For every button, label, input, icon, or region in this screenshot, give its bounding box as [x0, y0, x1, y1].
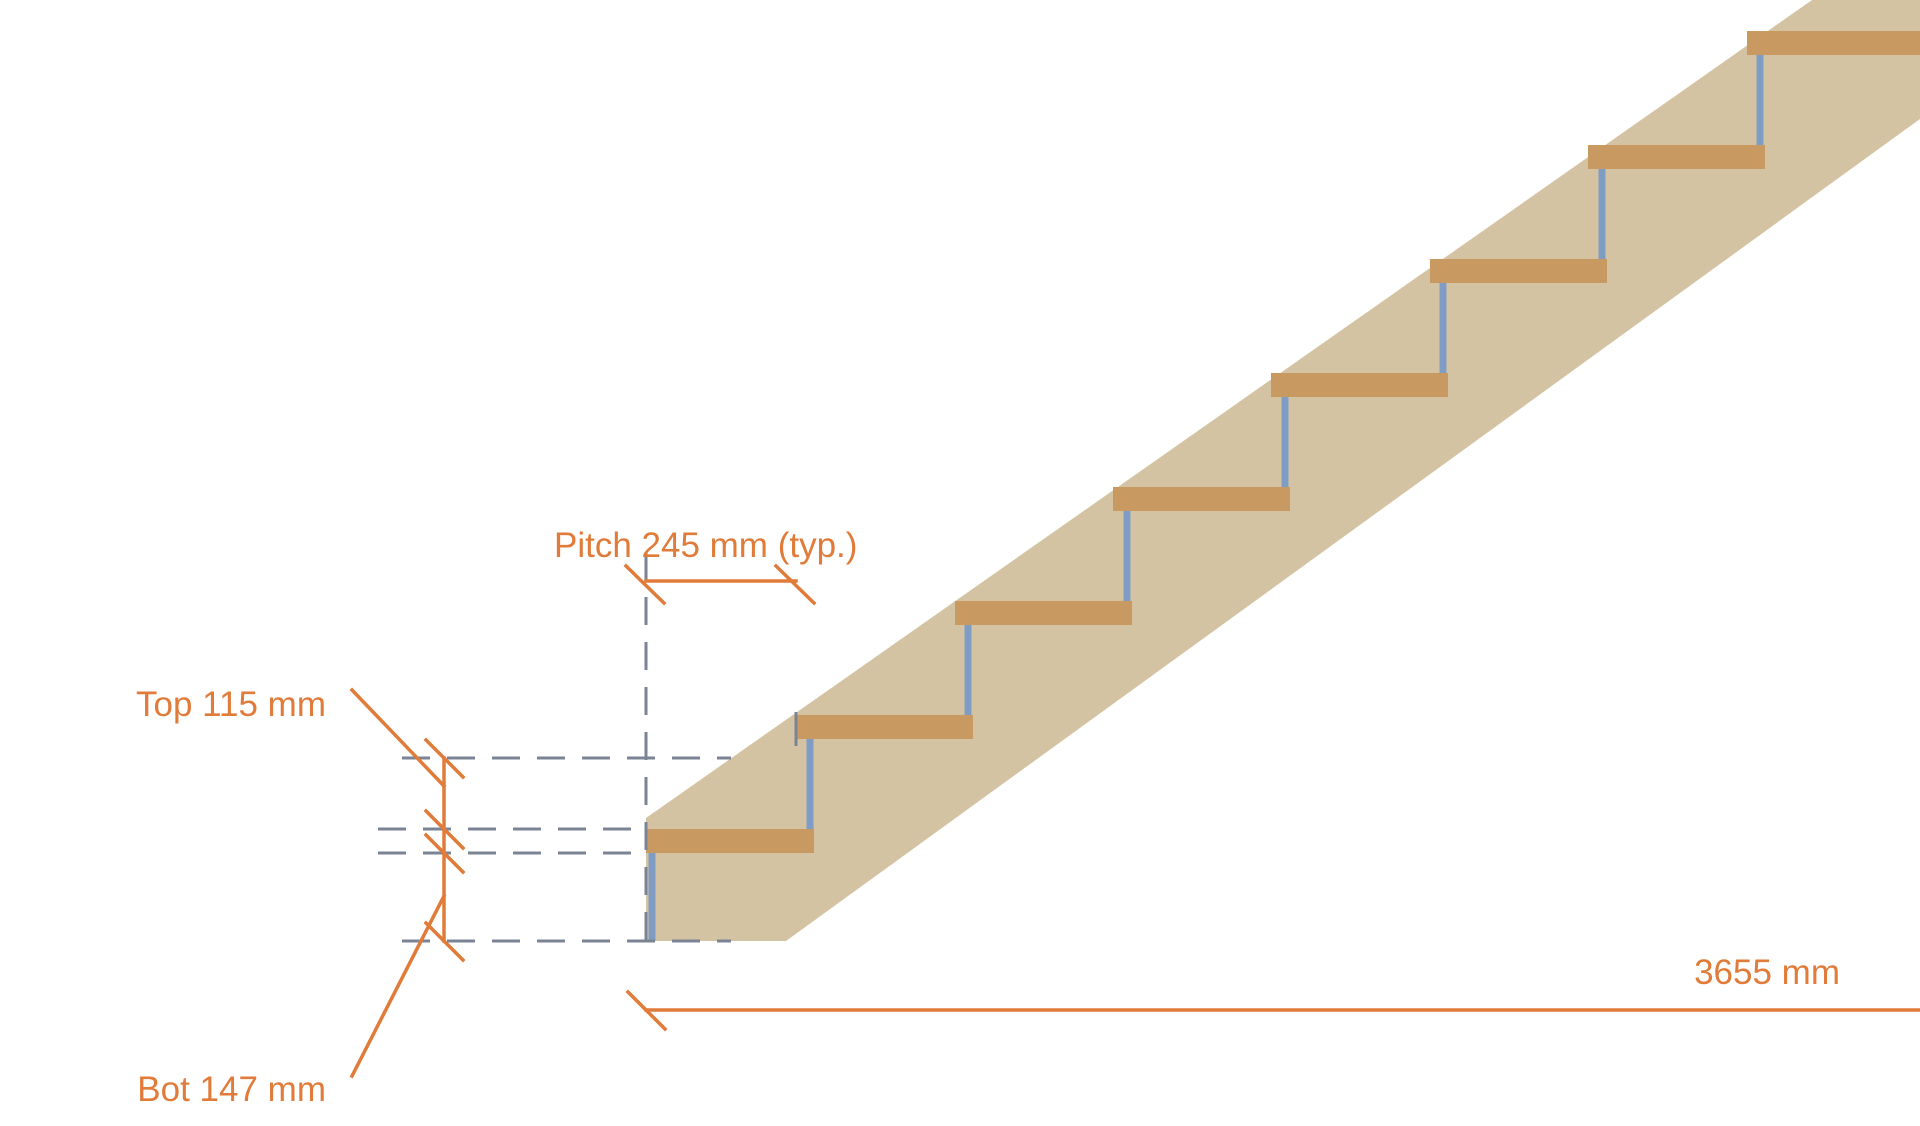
- bottom-tick: [423, 920, 466, 963]
- tread: [1588, 145, 1765, 169]
- guide-lines: [378, 552, 731, 943]
- mid-tick-lower: [423, 832, 466, 875]
- pitch-label: Pitch 245 mm (typ.): [554, 526, 857, 565]
- pitch-tick-right: [773, 563, 817, 606]
- dimension-lines: [349, 563, 1920, 1079]
- total-run-label: 3655 mm: [1694, 953, 1840, 992]
- top-offset-label: Top 115 mm: [136, 685, 326, 724]
- top-leader-line: [349, 687, 447, 789]
- top-tick: [423, 737, 466, 780]
- tread: [1430, 259, 1607, 283]
- treads: [646, 31, 1920, 853]
- tread: [646, 829, 814, 853]
- bottom-offset-label: Bot 147 mm: [137, 1070, 326, 1109]
- tread: [955, 601, 1132, 625]
- bottom-leader-line: [349, 893, 447, 1079]
- mid-tick-upper: [423, 808, 466, 851]
- tread: [1113, 487, 1290, 511]
- risers: [648, 53, 1764, 941]
- run-tick-left: [625, 989, 668, 1032]
- tread: [1747, 31, 1920, 55]
- tread: [796, 715, 973, 739]
- pitch-tick-left: [623, 563, 667, 606]
- tread: [1271, 373, 1448, 397]
